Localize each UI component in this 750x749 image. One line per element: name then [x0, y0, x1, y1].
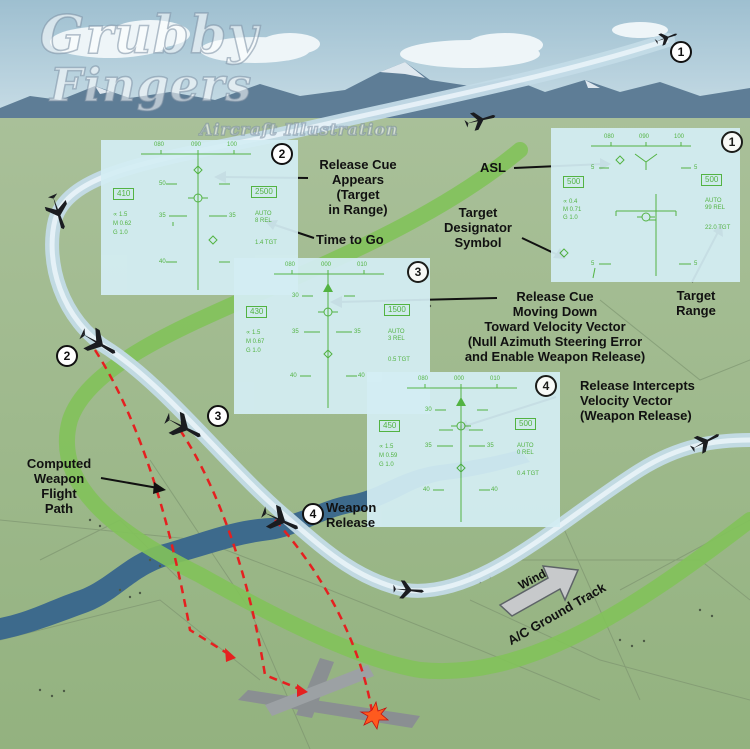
- hud-pitch-left-3: 40: [423, 487, 430, 493]
- callout-weapon-release: Weapon Release: [326, 500, 377, 530]
- hud-tgt-range: 0.4 TGT: [517, 471, 539, 477]
- callout-computed-weapon-path: Computed Weapon Flight Path: [26, 456, 92, 516]
- hud-panel-4: 4 080 000 010 30 35 35 40 40 450 500 ∝ 1…: [367, 372, 560, 527]
- hud-heading-3: 010: [357, 262, 368, 268]
- hud-airspeed-box: 430: [246, 306, 268, 318]
- hud-pitch-left-1: 30: [292, 293, 299, 299]
- hud-tgt-range: 1.4 TGT: [255, 240, 277, 246]
- marker-1: 1: [670, 41, 692, 63]
- hud-stat-g: G 1.0: [379, 462, 394, 468]
- hud-pitch-left-3: 40: [159, 259, 166, 265]
- hud-pitch-left-1: 30: [425, 407, 432, 413]
- marker-2: 2: [56, 345, 78, 367]
- watermark-line-1: Grubby: [39, 4, 259, 67]
- hud-pitch-left-3: 40: [290, 373, 297, 379]
- hud-pitch-left-1: 50: [159, 181, 166, 187]
- hud-panel-4-number: 4: [535, 375, 557, 397]
- callout-target-designator: Target Designator Symbol: [444, 205, 512, 250]
- hud-airspeed-box: 500: [563, 176, 585, 188]
- hud-mode: AUTO: [517, 443, 534, 449]
- hud-symbology: [407, 384, 517, 522]
- hud-heading-1: 080: [285, 262, 296, 268]
- watermark-line-3: Aircraft Illustration: [199, 119, 399, 140]
- watermark-line-2: Fingers: [49, 57, 253, 113]
- marker-4: 4: [302, 503, 324, 525]
- hud-pitch-right-2: 5: [694, 261, 698, 267]
- mountains: [0, 62, 750, 124]
- hud-heading-2: 090: [191, 142, 202, 148]
- hud-stat-alpha: ∝ 1.5: [113, 212, 128, 218]
- hud-altitude-box: 1500: [384, 304, 410, 316]
- hud-pitch-right-2: 40: [491, 487, 498, 493]
- aircraft: [44, 33, 720, 599]
- hud-stat-g: G 1.0: [246, 348, 261, 354]
- hud-stat-mach: M 0.71: [563, 207, 582, 213]
- hud-stat-g: G 1.0: [113, 230, 128, 236]
- hud-altitude-box: 500: [515, 418, 537, 430]
- hud-airspeed-box: 410: [113, 188, 135, 200]
- hud-pitch-left-2: 5: [591, 261, 595, 267]
- hud-pitch-right-1: 35: [487, 443, 494, 449]
- hud-stat-alpha: ∝ 1.5: [379, 444, 394, 450]
- callout-asl: ASL: [480, 160, 506, 175]
- hud-heading-1: 080: [154, 142, 165, 148]
- hud-mode: AUTO: [255, 211, 272, 217]
- hud-heading-3: 010: [490, 376, 501, 382]
- hud-stat-alpha: ∝ 0.4: [563, 199, 578, 205]
- impact-burst: [359, 700, 390, 731]
- wind-arrow: [498, 565, 580, 617]
- hud-pitch-left-1: 5: [591, 165, 595, 171]
- hud-heading-1: 080: [418, 376, 429, 382]
- hud-pitch-right-1: 35: [354, 329, 361, 335]
- hud-altitude-box: 2500: [251, 186, 277, 198]
- hud-heading-3: 100: [227, 142, 238, 148]
- hud-panel-1-number: 1: [721, 131, 743, 153]
- hud-stat-alpha: ∝ 1.5: [246, 330, 261, 336]
- hud-rel: 0 REL: [517, 450, 534, 456]
- trajectory-arrowheads: [225, 648, 308, 697]
- hud-rel: 8 REL: [255, 218, 272, 224]
- hud-airspeed-box: 450: [379, 420, 401, 432]
- clouds: [50, 20, 668, 68]
- hud-panel-3-number: 3: [407, 261, 429, 283]
- hud-stat-mach: M 0.62: [113, 221, 132, 227]
- callout-target-range: Target Range: [676, 288, 716, 318]
- hud-pitch-right-1: 35: [229, 213, 236, 219]
- hud-pitch-right-2: 40: [358, 373, 365, 379]
- hud-pitch-left-2: 35: [425, 443, 432, 449]
- hud-symbology: [559, 142, 691, 279]
- hud-mode: AUTO: [705, 198, 722, 204]
- hud-heading-2: 000: [321, 262, 332, 268]
- hud-altitude-box: 500: [701, 174, 723, 186]
- callout-release-cue-appears: Release Cue Appears (Target in Range): [319, 157, 397, 217]
- callout-release-cue-moving: Release Cue Moving Down Toward Velocity …: [464, 289, 646, 364]
- hud-stat-mach: M 0.59: [379, 453, 398, 459]
- hud-stat-g: G 1.0: [563, 215, 578, 221]
- hud-heading-2: 090: [639, 134, 650, 140]
- hud-mode: AUTO: [388, 329, 405, 335]
- hud-heading-1: 080: [604, 134, 615, 140]
- hud-tgt-range: 22.0 TGT: [705, 225, 731, 231]
- callout-time-to-go: Time to Go: [316, 232, 384, 247]
- hud-symbology: [141, 150, 251, 290]
- marker-2-panel: 2: [271, 143, 293, 165]
- hud-rel: 3 REL: [388, 336, 405, 342]
- hud-tgt-range: 0.5 TGT: [388, 357, 410, 363]
- hud-pitch-left-2: 35: [159, 213, 166, 219]
- hud-pitch-left-2: 35: [292, 329, 299, 335]
- marker-3: 3: [207, 405, 229, 427]
- hud-heading-2: 000: [454, 376, 465, 382]
- hud-pitch-right-1: 5: [694, 165, 698, 171]
- hud-panel-3: 3 080 000 010 30 35 35 40 40 430 1500 ∝ …: [234, 258, 430, 414]
- hud-symbology: [274, 270, 384, 408]
- hud-rel: 99 REL: [705, 205, 726, 211]
- hud-stat-mach: M 0.67: [246, 339, 265, 345]
- hud-heading-3: 100: [674, 134, 685, 140]
- callout-release-intercepts: Release Intercepts Velocity Vector (Weap…: [580, 378, 695, 423]
- hud-panel-1: 1 080 090 100 5 5 5 5 500 500 ∝ 0.4 M 0.…: [551, 128, 743, 282]
